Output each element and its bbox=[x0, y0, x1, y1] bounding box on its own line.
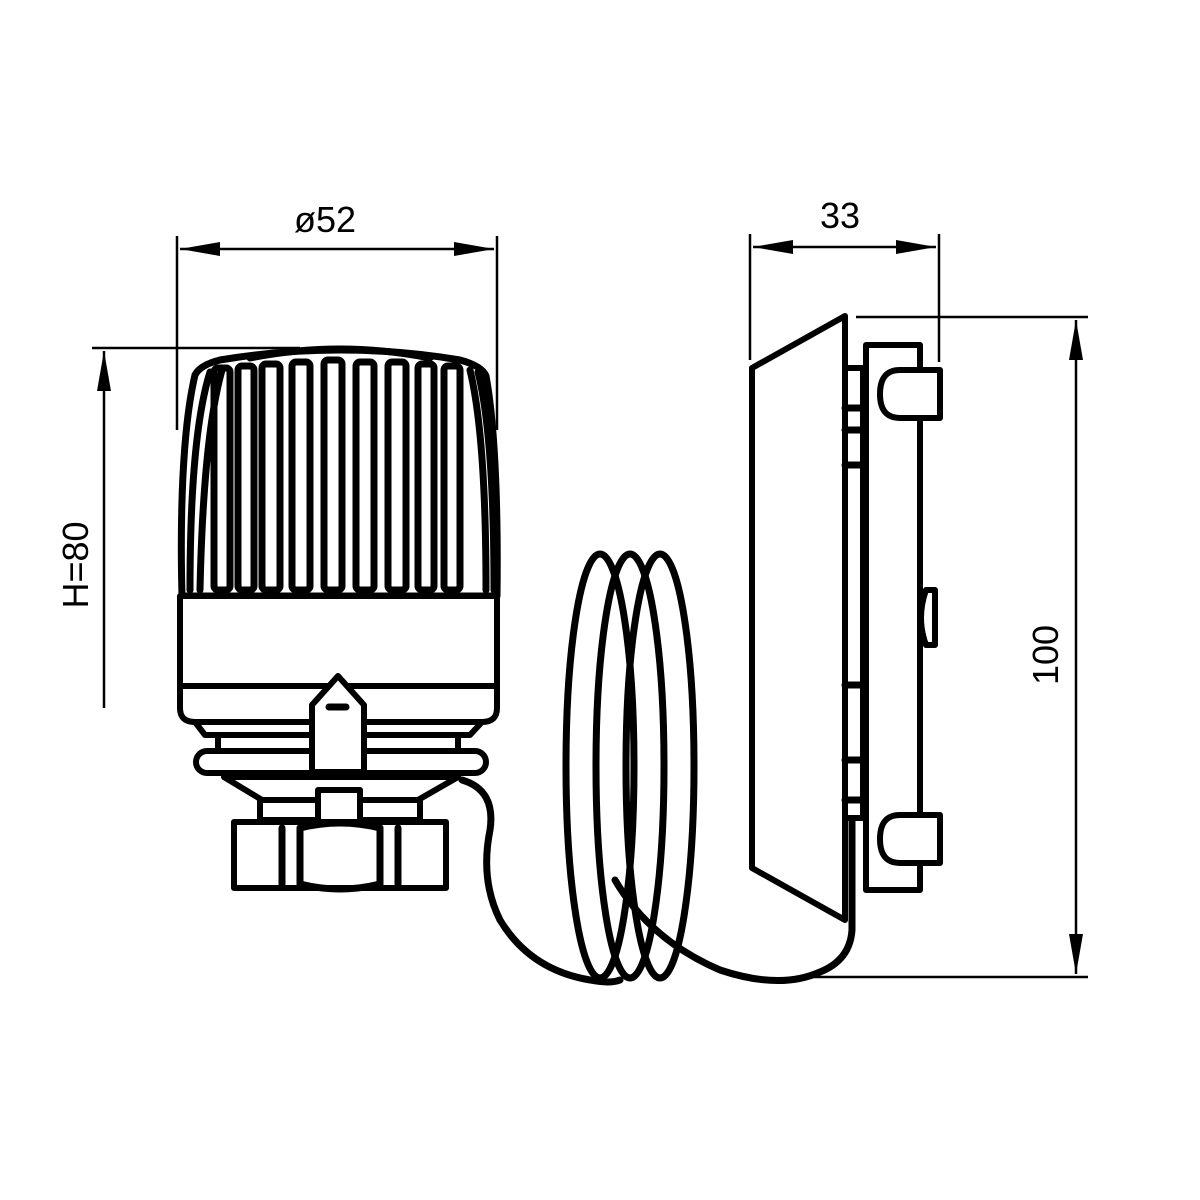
height-dimension: H=80 bbox=[55, 346, 300, 708]
ribbed-knob bbox=[177, 345, 501, 600]
remote-sensor bbox=[749, 313, 943, 923]
diameter-label: ø52 bbox=[294, 199, 356, 240]
mounting-bracket bbox=[863, 342, 923, 893]
height-label: H=80 bbox=[55, 521, 96, 608]
sensor-height-label: 100 bbox=[1025, 625, 1066, 685]
setting-indicator bbox=[309, 673, 367, 775]
clip-top bbox=[877, 367, 943, 421]
sensor-depth-label: 33 bbox=[820, 195, 860, 236]
sensor-housing bbox=[749, 313, 848, 923]
thermostat-head bbox=[177, 345, 501, 893]
sensor-height-dimension: 100 bbox=[810, 315, 1088, 979]
sensor-rail bbox=[842, 365, 866, 821]
union-nut bbox=[231, 819, 449, 891]
clip-middle bbox=[918, 587, 938, 648]
clip-bottom bbox=[877, 812, 943, 866]
sensor-depth-dimension: 33 bbox=[748, 195, 941, 362]
diameter-dimension: ø52 bbox=[175, 199, 499, 430]
capillary-coil bbox=[458, 550, 856, 986]
